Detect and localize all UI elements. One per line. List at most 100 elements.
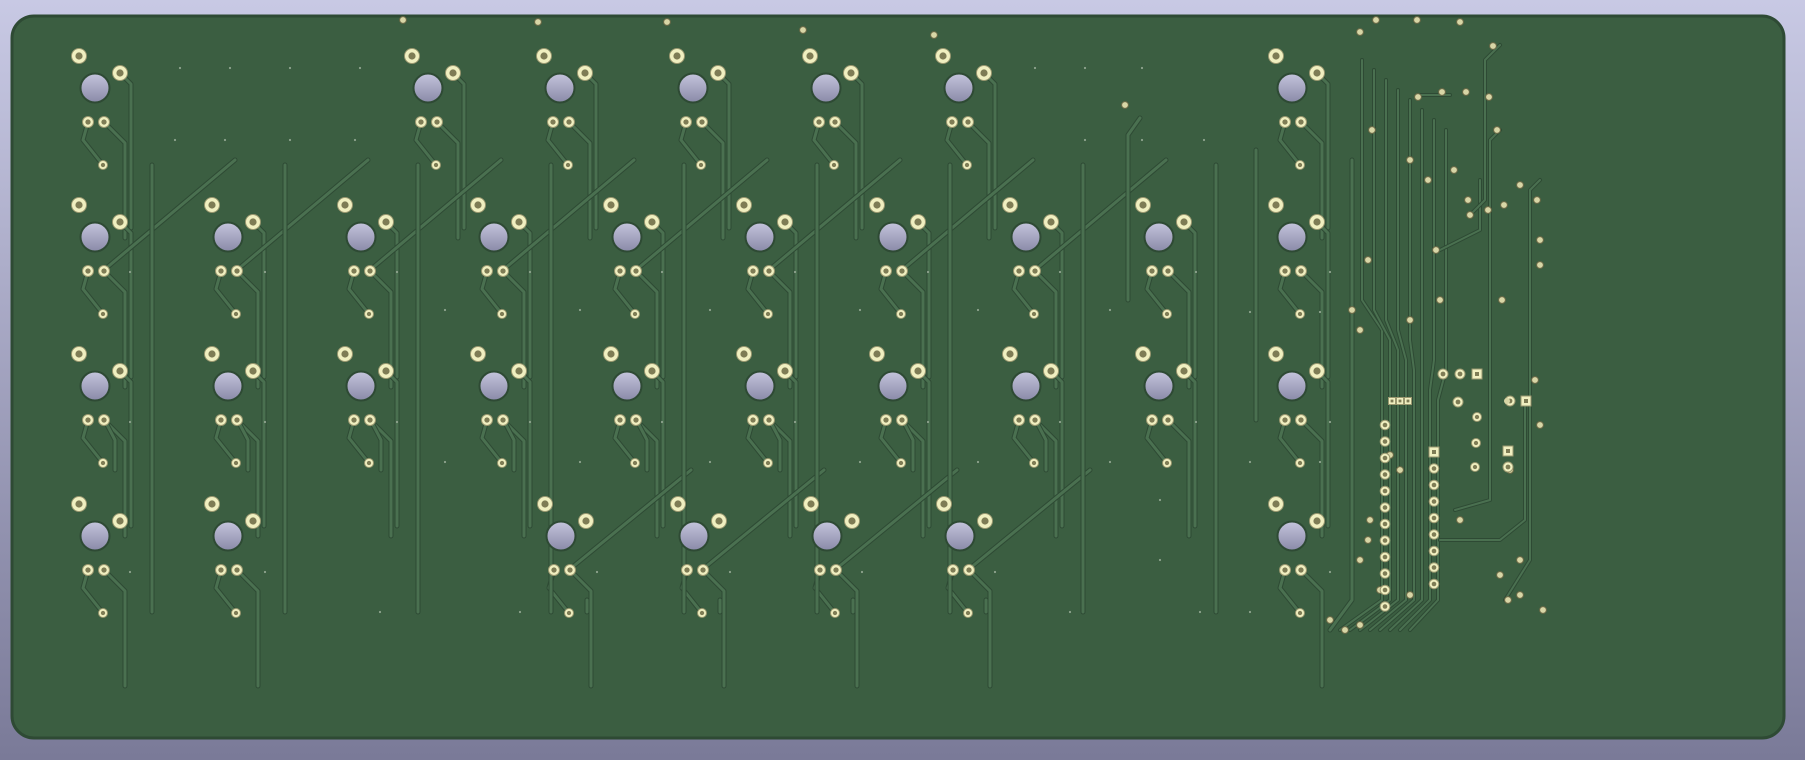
key-switch-16 — [1135, 197, 1192, 319]
trace — [347, 418, 371, 465]
mcu-pin-right-square-drill — [1432, 450, 1436, 454]
trace — [879, 269, 903, 316]
diode-via-drill — [965, 610, 971, 616]
via — [1496, 571, 1504, 579]
switch-pad-b-drill — [847, 69, 855, 77]
diode-via-drill — [433, 162, 439, 168]
via — [1436, 296, 1444, 304]
diode-pad-b-drill — [833, 567, 839, 573]
silk-dot — [858, 308, 862, 312]
diode-via-drill — [898, 460, 904, 466]
trace — [1033, 269, 1058, 389]
via — [1356, 621, 1364, 629]
silk-dot — [976, 308, 980, 312]
smd-pad-1-drill — [1390, 399, 1394, 403]
switch-pad-b-drill — [648, 367, 656, 375]
diode-pad-b-drill — [234, 268, 240, 274]
via — [1356, 556, 1364, 564]
trace — [1379, 99, 1415, 631]
trace — [1349, 69, 1391, 631]
key-switch-2 — [404, 48, 461, 170]
mounting-hole — [1276, 370, 1308, 402]
trace — [102, 120, 127, 240]
diode-via-drill — [898, 311, 904, 317]
diode-via-drill — [832, 610, 838, 616]
diode-pad-a-drill — [1149, 417, 1155, 423]
via — [1536, 421, 1544, 429]
trace — [1299, 568, 1324, 688]
trace — [546, 120, 570, 167]
trace — [368, 158, 503, 272]
mounting-hole — [478, 370, 510, 402]
diode-pad-a-drill — [750, 417, 756, 423]
silk-dot — [378, 610, 382, 614]
silk-dot — [595, 570, 599, 574]
mcu-pin-right-5-drill — [1431, 515, 1437, 521]
diode-pad-b-drill — [1298, 119, 1304, 125]
silk-dot — [1328, 570, 1332, 574]
diode-via-drill — [1297, 610, 1303, 616]
trace — [501, 417, 516, 472]
diode-pad-b-drill — [966, 567, 972, 573]
mounting-hole — [212, 370, 244, 402]
mounting-hole — [877, 370, 909, 402]
silk-dot — [1083, 138, 1087, 142]
via — [1396, 466, 1404, 474]
diode-via-drill — [499, 460, 505, 466]
trace — [1166, 269, 1191, 389]
trace — [1278, 269, 1302, 316]
misc-components — [1388, 368, 1532, 473]
diode-via-drill — [1031, 311, 1037, 317]
silk-dot — [288, 66, 292, 70]
via — [1485, 93, 1493, 101]
diode-pad-a-drill — [85, 119, 91, 125]
switch-pad-a-drill — [873, 201, 881, 209]
via — [1364, 256, 1372, 264]
diode-via-drill — [1297, 460, 1303, 466]
diode-via-drill — [632, 311, 638, 317]
mounting-hole — [744, 370, 776, 402]
silk-dot — [128, 420, 132, 424]
switch-pad-a-drill — [939, 52, 947, 60]
trace — [634, 417, 649, 472]
via — [1424, 176, 1432, 184]
trace — [214, 418, 238, 465]
silk-dot — [1058, 270, 1062, 274]
switch-pad-b-drill — [116, 517, 124, 525]
switch-pad-a-drill — [940, 500, 948, 508]
switch-pad-b-drill — [1313, 69, 1321, 77]
via — [1121, 101, 1129, 109]
silk-dot — [173, 138, 177, 142]
via — [1493, 126, 1501, 134]
diode-pad-b-drill — [1165, 268, 1171, 274]
silk-dot — [263, 420, 267, 424]
silk-dot — [128, 270, 132, 274]
trace — [701, 568, 726, 688]
diode-pad-a-drill — [218, 268, 224, 274]
diode-pad-a-drill — [816, 119, 822, 125]
trace — [1339, 59, 1383, 631]
diode-pad-b-drill — [234, 417, 240, 423]
silk-dot — [1198, 610, 1202, 614]
silk-dot — [1140, 138, 1144, 142]
via — [1413, 16, 1421, 24]
trace — [1299, 269, 1324, 389]
switch-pad-b-drill — [249, 517, 257, 525]
via — [1364, 536, 1372, 544]
copper-traces — [80, 43, 1542, 689]
silk-dot — [793, 270, 797, 274]
key-switch-21 — [470, 346, 527, 468]
mcu-pin-left-5-drill — [1382, 488, 1388, 494]
diode-pad-a-drill — [1282, 567, 1288, 573]
silk-dot — [1108, 308, 1112, 312]
diode-pad-b-drill — [965, 119, 971, 125]
switch-pad-b-drill — [714, 69, 722, 77]
mcu-pin-right-8-drill — [1431, 565, 1437, 570]
diode-via-drill — [765, 460, 771, 466]
via — [1533, 196, 1541, 204]
trace — [1278, 418, 1302, 465]
silk-dot — [1318, 460, 1322, 464]
key-switch-25 — [1002, 346, 1059, 468]
switch-pad-a-drill — [1139, 350, 1147, 358]
mounting-hole — [1143, 221, 1175, 253]
